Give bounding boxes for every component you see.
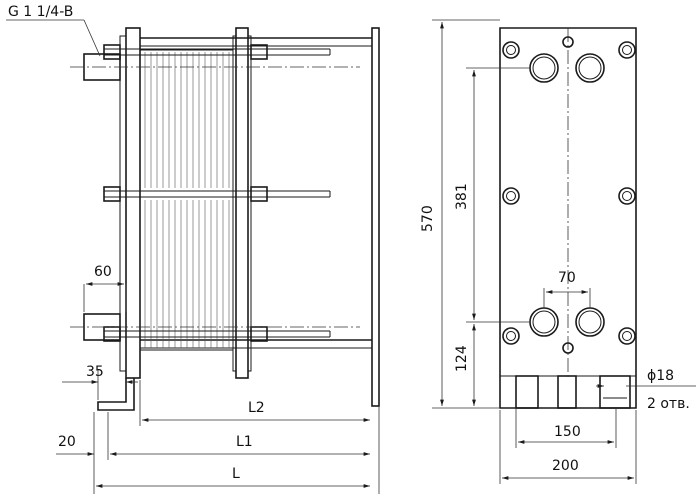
dim-60-label: 60 — [94, 264, 112, 280]
port-bottom-right — [575, 307, 605, 337]
side-view — [70, 27, 380, 411]
dim-phi18-label: ϕ18 — [647, 368, 674, 384]
dim-20-label: 20 — [58, 434, 76, 450]
dim-150-label: 150 — [554, 424, 581, 440]
thread-label: G 1 1/4-B — [8, 4, 73, 20]
rod-nut — [250, 44, 268, 60]
bolt-icon — [502, 187, 520, 205]
plate-pack — [139, 49, 234, 351]
dim-L1-label: L1 — [236, 434, 253, 450]
dim-381-label: 381 — [454, 183, 470, 210]
dim-L-label: L — [232, 466, 240, 482]
dim-70-label: 70 — [558, 270, 576, 286]
bolt-icon — [618, 327, 636, 345]
port-bottom-left — [529, 307, 559, 337]
fixed-frame-plate — [125, 27, 141, 379]
front-foot-right — [599, 375, 631, 409]
rod-nut — [250, 326, 268, 342]
holes-count-label: 2 отв. — [647, 396, 690, 412]
rod-nut — [250, 186, 268, 202]
small-hole-top — [562, 36, 574, 48]
front-view — [499, 27, 637, 409]
pressure-plate — [235, 27, 249, 379]
bolt-icon — [502, 41, 520, 59]
front-frame — [499, 27, 637, 409]
dim-570-label: 570 — [420, 205, 436, 232]
front-foot-center — [557, 375, 577, 409]
dim-35-label: 35 — [86, 364, 104, 380]
bolt-icon — [618, 41, 636, 59]
port-top-right — [575, 53, 605, 83]
dim-200-label: 200 — [552, 458, 579, 474]
dim-124-label: 124 — [454, 345, 470, 372]
dim-L2-label: L2 — [248, 400, 265, 416]
port-top-left — [529, 53, 559, 83]
small-hole-bottom — [562, 342, 574, 354]
rod-nut — [103, 44, 121, 60]
rod-nut — [103, 326, 121, 342]
front-foot-left — [515, 375, 539, 409]
rod-nut — [103, 186, 121, 202]
bolt-icon — [502, 327, 520, 345]
bolt-icon — [618, 187, 636, 205]
support-foot — [97, 378, 135, 411]
support-column — [371, 27, 380, 407]
